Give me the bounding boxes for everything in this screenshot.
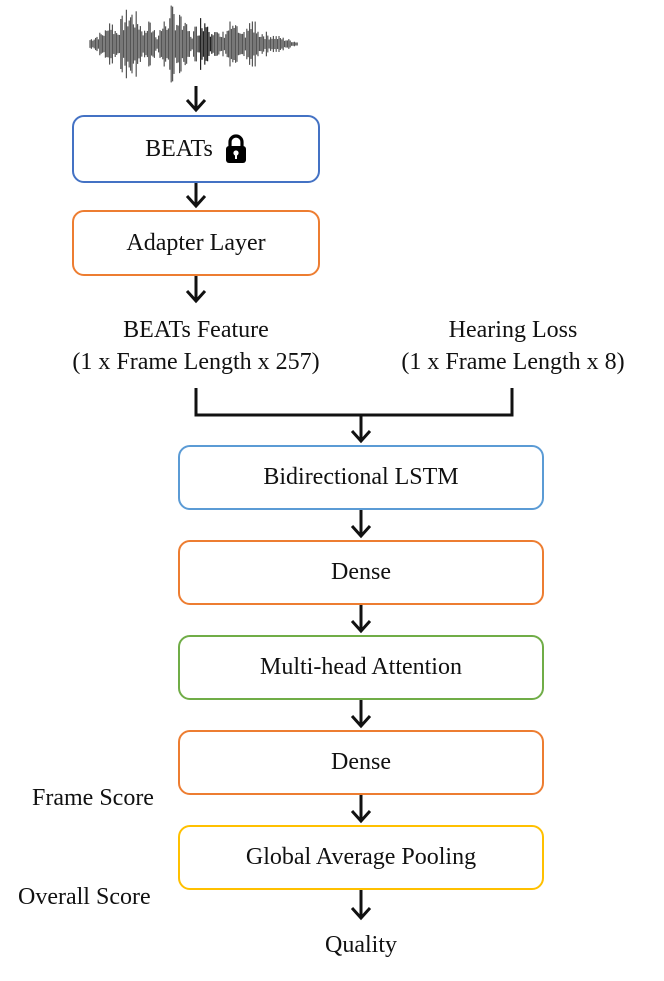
adapter-layer-label: Adapter Layer [126,229,266,256]
beats-feature-text: BEATs Feature (1 x Frame Length x 257) [30,314,362,378]
bidirectional-lstm-node: Bidirectional LSTM [178,445,544,510]
beats-feature-title: BEATs Feature [123,317,269,343]
audio-waveform-icon [89,5,298,83]
beats-feature-shape: (1 x Frame Length x 257) [72,349,320,375]
quality-output-label: Quality [325,932,397,958]
bidirectional-lstm-label: Bidirectional LSTM [263,464,459,490]
frame-score-label: Frame Score [32,785,154,811]
merge-connector [194,388,514,417]
hearing-loss-shape: (1 x Frame Length x 8) [401,349,625,375]
hearing-loss-text: Hearing Loss (1 x Frame Length x 8) [368,314,658,378]
lock-icon [225,134,247,164]
dense-label-2: Dense [331,749,391,775]
hearing-loss-title: Hearing Loss [448,317,578,343]
dense-label-1: Dense [331,559,391,585]
beats-node: BEATs [72,115,320,183]
global-average-pooling-label: Global Average Pooling [245,844,477,870]
adapter-layer-node: Adapter Layer [72,210,320,276]
overall-score-label: Overall Score [18,884,151,910]
global-average-pooling-node: Global Average Pooling [178,825,544,890]
multi-head-attention-node: Multi-head Attention [178,635,544,700]
beats-label: BEATs [145,135,213,162]
dense-node-1: Dense [178,540,544,605]
dense-node-2: Dense [178,730,544,795]
multi-head-attention-label: Multi-head Attention [260,654,462,680]
